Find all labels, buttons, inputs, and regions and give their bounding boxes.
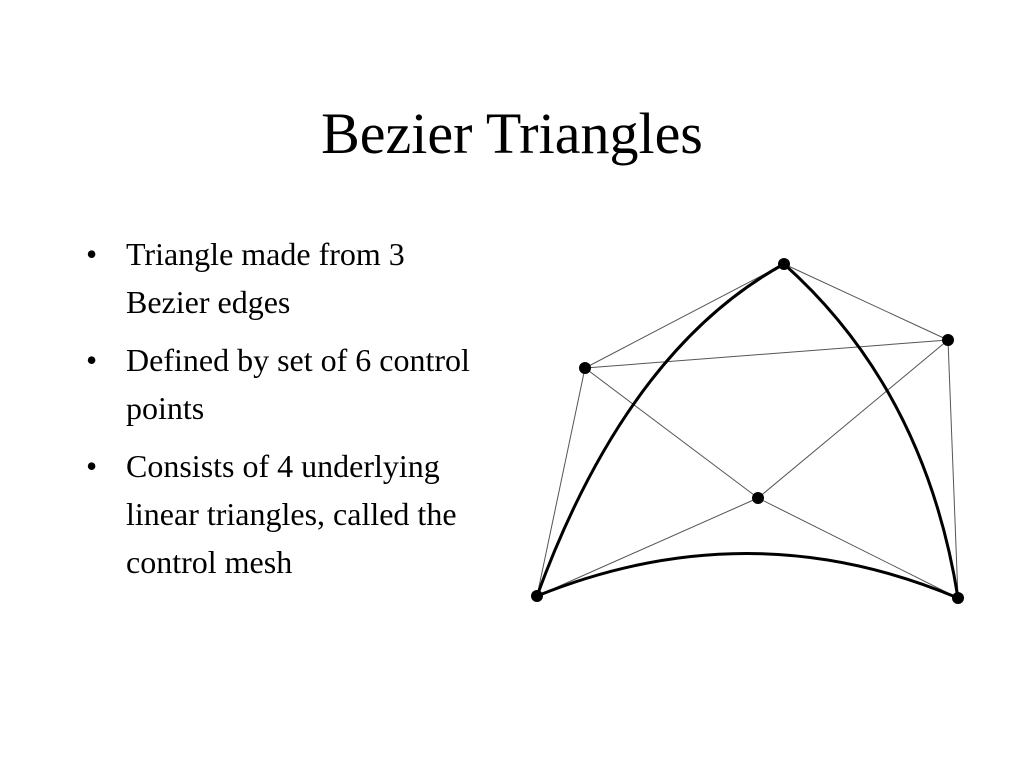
bullet-dot: • [86, 236, 98, 272]
mesh-edge [584, 367, 759, 499]
bullet-text: Consists of 4 underlying linear triangle… [126, 448, 457, 580]
mesh-edge [757, 339, 949, 499]
slide-title: Bezier Triangles [321, 101, 703, 166]
control-point [942, 334, 954, 346]
control-point [579, 362, 591, 374]
bezier-edges [535, 262, 960, 600]
mesh-edge [536, 497, 759, 597]
control-point [531, 590, 543, 602]
bullet-list: • Triangle made from 3 Bezier edges • De… [86, 230, 486, 596]
control-point [952, 592, 964, 604]
bullet-text: Defined by set of 6 control points [126, 342, 470, 426]
mesh-edge [783, 263, 949, 341]
bullet-dot: • [86, 448, 98, 484]
control-point [752, 492, 764, 504]
bezier-edge-bottom [535, 552, 960, 600]
bullet-item: • Defined by set of 6 control points [86, 336, 486, 432]
mesh-edge [757, 497, 959, 599]
bullet-item: • Triangle made from 3 Bezier edges [86, 230, 486, 326]
bezier-edge-left [535, 262, 786, 598]
mesh-edge [536, 367, 586, 597]
bezier-edge-right [782, 262, 960, 600]
control-points [531, 258, 964, 604]
bullet-dot: • [86, 342, 98, 378]
mesh-edge [584, 263, 785, 369]
bullet-text: Triangle made from 3 Bezier edges [126, 236, 405, 320]
mesh-edge [947, 339, 959, 599]
control-mesh [536, 263, 959, 599]
control-point [778, 258, 790, 270]
mesh-edge [584, 339, 949, 369]
bullet-item: • Consists of 4 underlying linear triang… [86, 442, 486, 586]
